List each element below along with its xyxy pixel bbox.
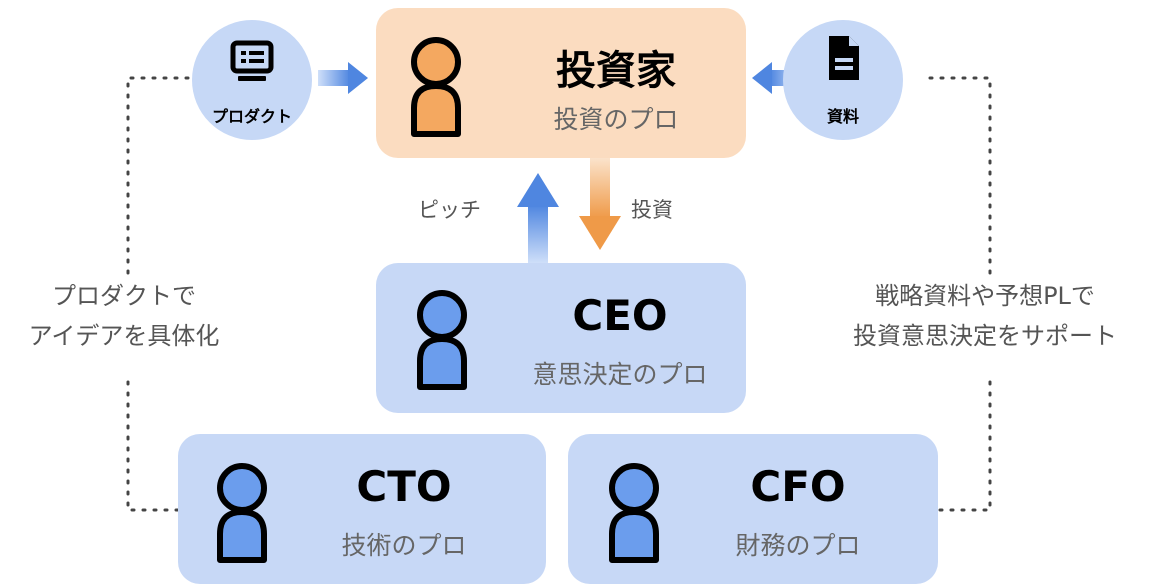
invest-label: 投資	[631, 198, 673, 222]
product-to-investor-arrow	[318, 62, 368, 94]
product-bubble: プロダクト	[192, 20, 312, 140]
cfo-title: CFO	[750, 462, 846, 511]
right-note-line2: 投資意思決定をサポート	[853, 322, 1117, 350]
left-dotted-connector-lower	[126, 380, 182, 512]
investor-subtitle: 投資のプロ	[553, 105, 679, 134]
left-note: プロダクトで アイデアを具体化	[0, 276, 248, 356]
left-dotted-connector	[126, 76, 190, 280]
ceo-subtitle: 意思決定のプロ	[532, 360, 708, 389]
person-icon	[417, 290, 467, 390]
right-note: 戦略資料や予想PLで 投資意思決定をサポート	[818, 276, 1152, 356]
person-icon	[609, 463, 659, 563]
investor-card: 投資家 投資のプロ	[376, 8, 746, 158]
right-dotted-connector-lower	[936, 380, 992, 512]
ceo-card: CEO 意思決定のプロ	[376, 263, 746, 413]
left-note-line2: アイデアを具体化	[28, 322, 220, 350]
document-icon	[829, 36, 859, 80]
docs-bubble: 資料	[783, 20, 903, 140]
pitch-arrow	[517, 173, 559, 265]
ceo-title: CEO	[572, 291, 668, 340]
cto-subtitle: 技術のプロ	[341, 531, 467, 560]
right-note-line1: 戦略資料や予想PLで	[875, 282, 1095, 310]
person-icon	[217, 463, 267, 563]
right-dotted-connector	[928, 76, 992, 280]
cto-title: CTO	[356, 462, 452, 511]
cfo-card: CFO 財務のプロ	[568, 434, 938, 584]
invest-arrow	[579, 158, 621, 250]
pitch-label: ピッチ	[418, 198, 481, 222]
docs-label: 資料	[826, 107, 859, 126]
left-note-line1: プロダクトで	[52, 282, 196, 310]
product-label: プロダクト	[211, 107, 292, 126]
cto-card: CTO 技術のプロ	[178, 434, 546, 584]
person-icon	[411, 37, 461, 137]
investor-title: 投資家	[556, 48, 676, 94]
cfo-subtitle: 財務のプロ	[735, 531, 861, 560]
monitor-icon	[230, 40, 274, 81]
